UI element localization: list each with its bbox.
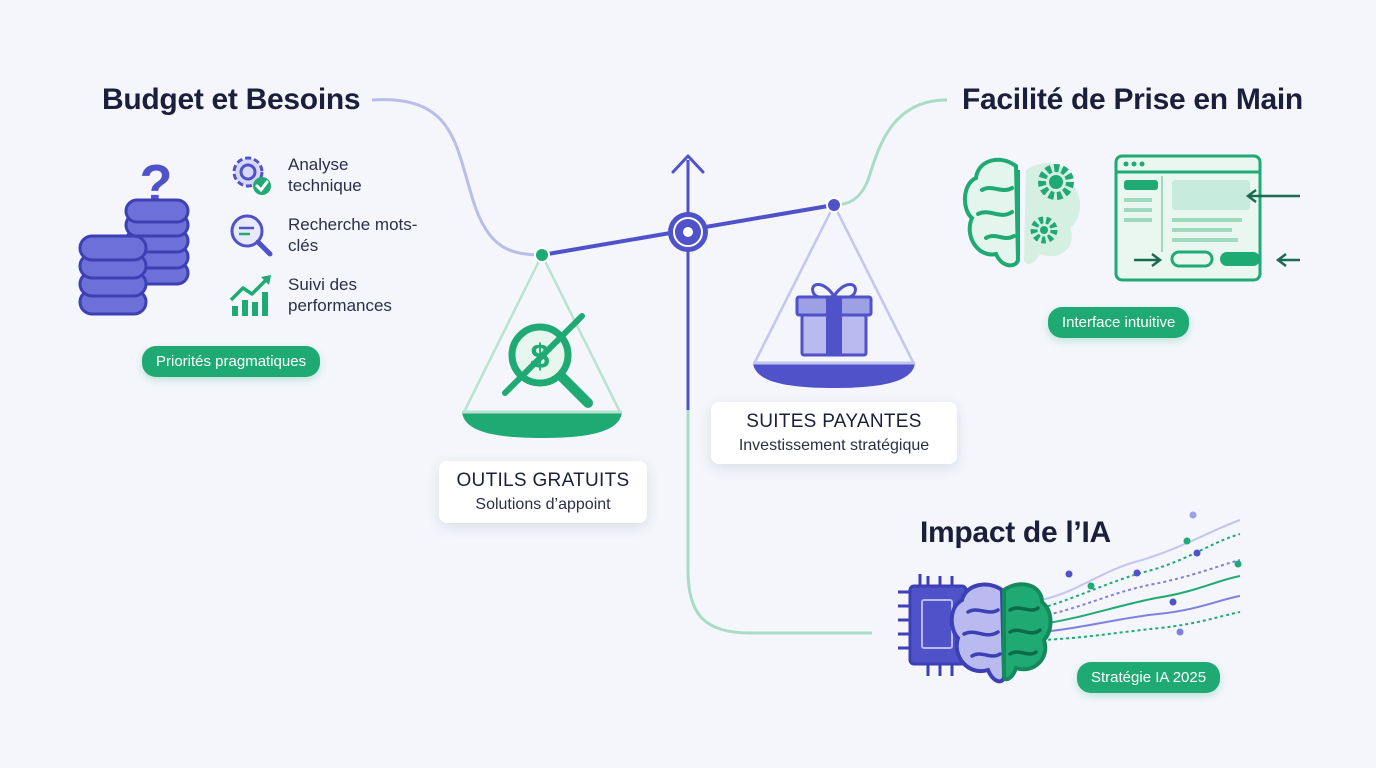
gear-check-icon [232, 156, 271, 195]
ai-connector [686, 232, 872, 635]
feature-keyword-research: Recherche mots-clés [228, 212, 418, 258]
ease-title: Facilité de Prise en Main [962, 83, 1303, 116]
budget-title: Budget et Besoins [102, 83, 361, 116]
feature-label: Analyse technique [288, 155, 362, 195]
interface-window-icon [1114, 154, 1300, 282]
feature-label: Recherche mots-clés [288, 215, 418, 255]
budget-connector [371, 98, 543, 257]
free-tools-title: OUTILS GRATUITS [456, 470, 630, 491]
pragmatic-priorities-badge: Priorités pragmatiques [142, 346, 321, 377]
feature-performance-tracking: Suivi des performances [228, 272, 418, 318]
left-pan [462, 412, 622, 438]
coins-question-icon: ? [78, 154, 190, 316]
paid-suites-title: SUITES PAYANTES [746, 411, 922, 432]
feature-label: Suivi des performances [288, 275, 392, 315]
ai-strategy-badge: Stratégie IA 2025 [1077, 662, 1221, 693]
paid-suites-subtitle: Investissement stratégique [738, 437, 930, 454]
feature-technical-analysis: Analyse technique [228, 152, 418, 198]
free-dollar-search-icon: $ [502, 313, 593, 408]
search-keywords-icon [230, 214, 273, 257]
free-tools-subtitle: Solutions d’appoint [475, 496, 611, 513]
intuitive-interface-badge: Interface intuitive [1048, 307, 1190, 338]
arrow-up-icon [671, 154, 705, 174]
ai-chip-brain-waves-icon [898, 511, 1242, 684]
right-joint [826, 197, 842, 213]
ease-connector [833, 98, 948, 207]
right-pan [753, 363, 915, 388]
gift-icon [795, 283, 873, 357]
free-tools-card: OUTILS GRATUITS Solutions d’appoint [439, 461, 647, 523]
left-joint [534, 247, 550, 263]
growth-chart-icon [229, 275, 271, 316]
brain-gears-icon [963, 157, 1081, 268]
paid-suites-card: SUITES PAYANTES Investissement stratégiq… [711, 402, 957, 464]
ai-title: Impact de l’IA [920, 516, 1111, 549]
